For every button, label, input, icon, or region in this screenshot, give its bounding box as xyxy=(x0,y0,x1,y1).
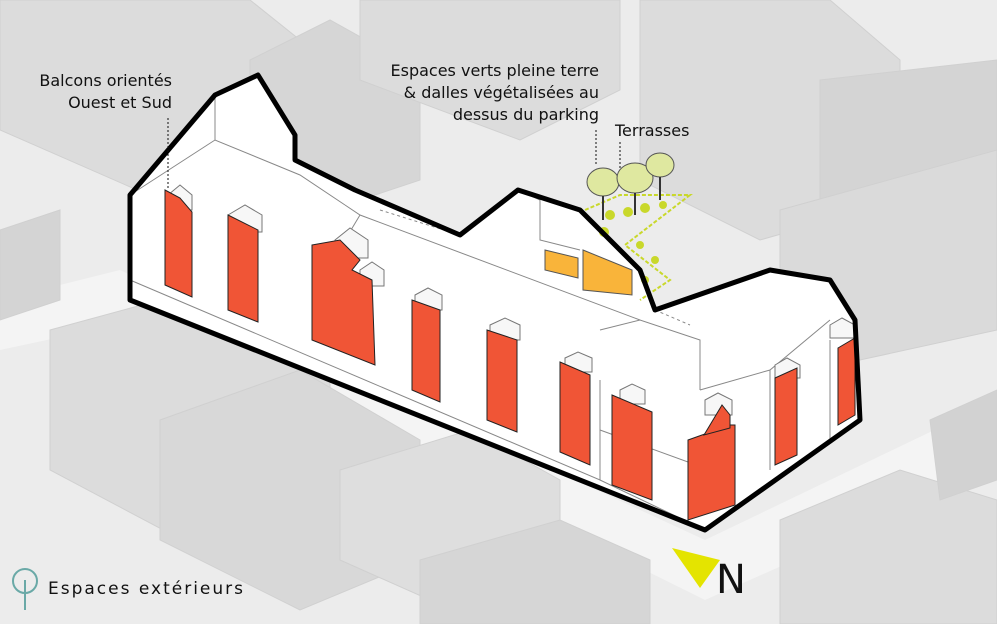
balcony xyxy=(559,361,591,466)
balcony xyxy=(702,404,731,436)
balcony xyxy=(164,189,193,298)
balcony xyxy=(774,367,798,466)
balcony xyxy=(837,337,856,426)
tree-icon xyxy=(12,568,38,610)
tree-icon xyxy=(645,152,675,200)
tree-icon xyxy=(586,167,620,220)
north-arrow-icon xyxy=(672,548,720,588)
balcony xyxy=(227,214,259,323)
label-balcons-line-1: Balcons orientés xyxy=(39,71,172,90)
label-espaces-verts-line-3: dessus du parking xyxy=(452,105,599,124)
terrace xyxy=(582,249,633,296)
building-footprint xyxy=(130,75,860,530)
roof-lines xyxy=(129,95,831,531)
building-outline xyxy=(127,72,863,533)
context-building xyxy=(0,209,61,321)
label-espaces-verts-line-1: Espaces verts pleine terre xyxy=(390,61,600,80)
trees xyxy=(586,152,675,220)
terrace xyxy=(544,249,579,279)
balcony xyxy=(611,394,653,501)
main-building xyxy=(127,72,863,533)
label-balcons-line-2: Ouest et Sud xyxy=(68,93,172,112)
balcony xyxy=(687,424,736,521)
context-building xyxy=(419,519,651,624)
terraces xyxy=(544,249,633,296)
label-balcons: Balcons orientés Ouest et Sud xyxy=(39,70,172,114)
label-terrasses: Terrasses xyxy=(615,121,690,140)
balcony xyxy=(411,299,441,403)
green-slab xyxy=(584,194,693,301)
context-building xyxy=(359,0,621,141)
label-espaces-verts-line-2: & dalles végétalisées au xyxy=(403,83,599,102)
label-espaces-verts: Espaces verts pleine terre & dalles végé… xyxy=(391,60,600,126)
leader-lines xyxy=(167,118,621,188)
context-building xyxy=(779,469,997,624)
balconies xyxy=(164,189,856,521)
legend-text: Espaces extérieurs xyxy=(48,579,246,599)
legend: Espaces extérieurs xyxy=(10,566,245,612)
context-building xyxy=(929,389,997,501)
balcony xyxy=(486,329,518,433)
tree-icon xyxy=(616,162,654,215)
north-label: N xyxy=(716,557,746,603)
balcony xyxy=(311,239,376,366)
